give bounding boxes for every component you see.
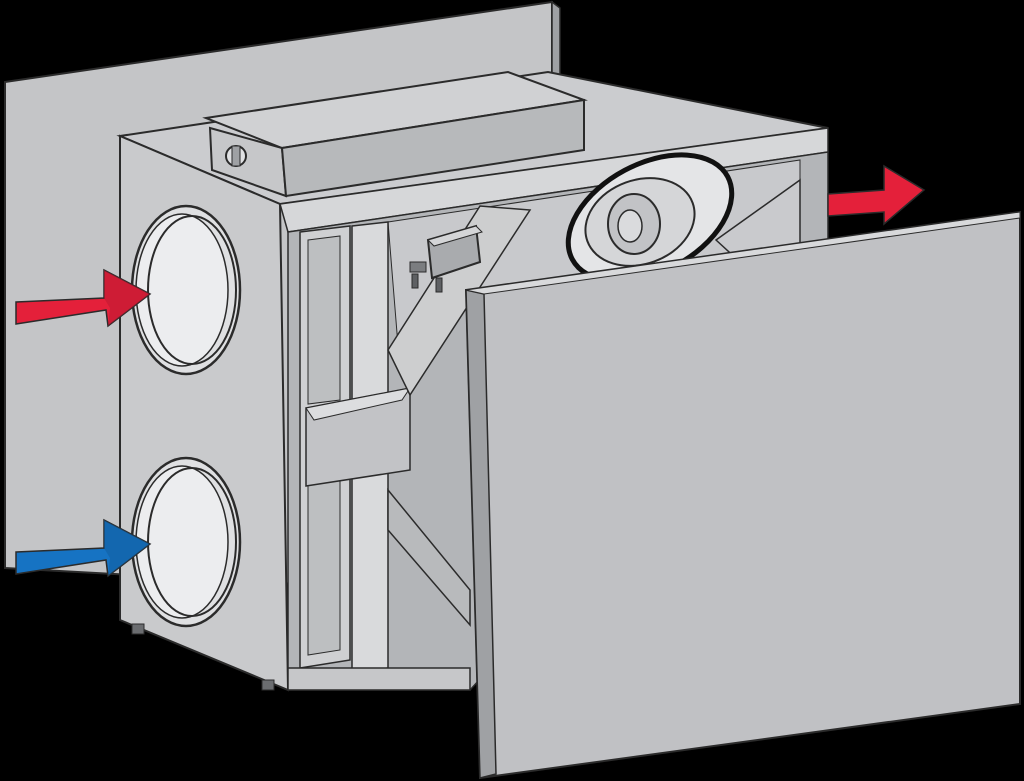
bypass-damper-actuator: [409, 224, 483, 293]
warm-supply-arrow-icon: [15, 268, 152, 328]
cold-intake-arrow-icon: [15, 518, 152, 578]
fan-motor: [565, 152, 801, 284]
dial-knob-icon: [225, 145, 247, 167]
lower-duct-connector: [130, 456, 242, 628]
upper-duct-connector: [130, 204, 242, 376]
top-control-box: [202, 70, 588, 198]
front-cover-panel: [464, 210, 1021, 780]
warm-exhaust-arrow-icon: [827, 164, 926, 226]
